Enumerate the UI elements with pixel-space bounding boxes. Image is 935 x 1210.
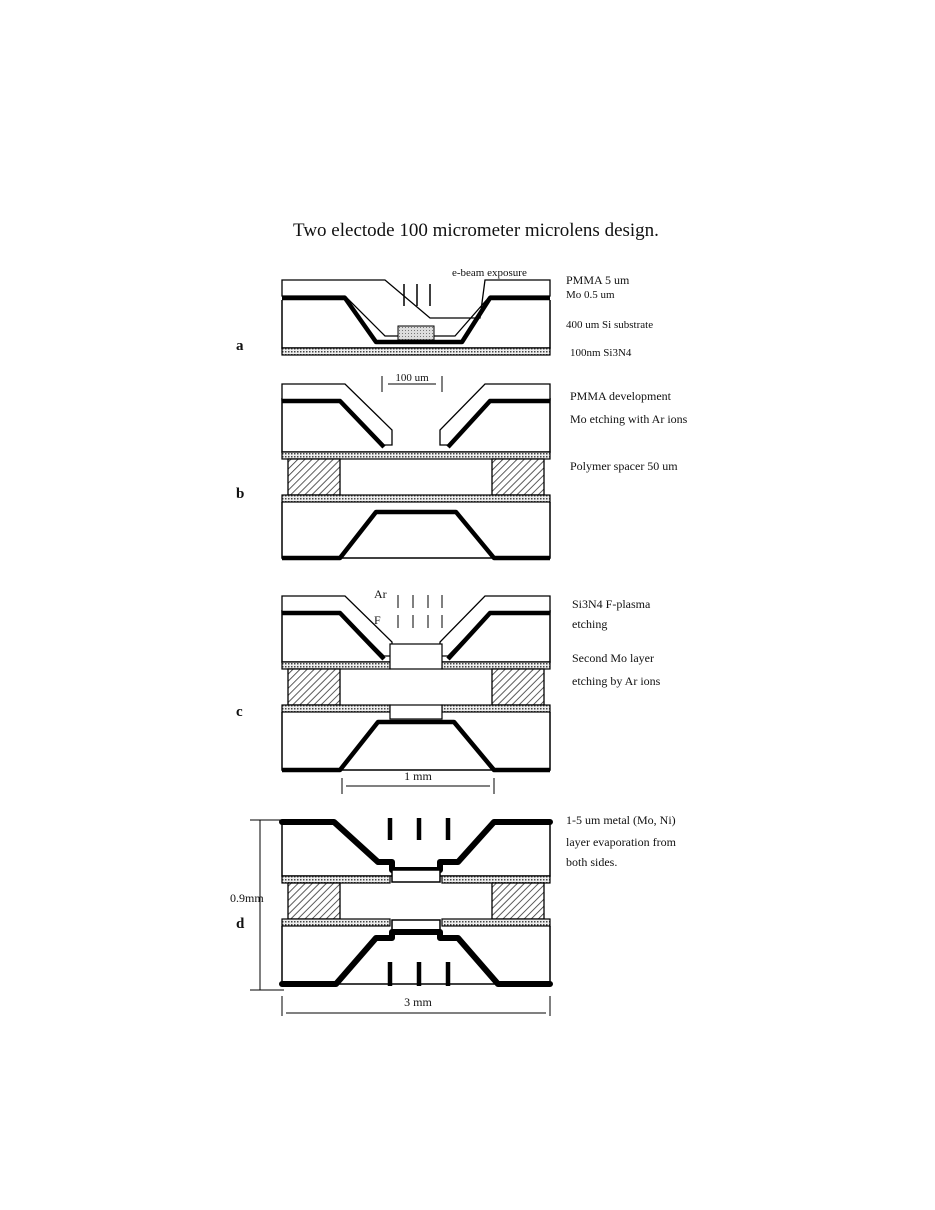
panel-d-step-label: 1-5 um metal (Mo, Ni) [566, 813, 676, 827]
panel-d-bottom-wafer [281, 926, 551, 985]
panel-c-ion-label-f: F [374, 613, 381, 627]
panel-a-exposed-region [397, 325, 435, 341]
panel-d-nitride-top-right [441, 875, 551, 884]
panel-c-step-label: etching [572, 617, 607, 631]
panel-d: 0.9mm 3 mm d 1-5 um metal (Mo, Ni) layer… [230, 813, 677, 1016]
panel-b-bottom-wafer [281, 502, 551, 559]
panel-d-height-label: 0.9mm [230, 891, 264, 905]
panel-b-mo-right [446, 398, 550, 449]
panel-c: Ar F 1 mm c Si3N4 F-plasma etching Secon… [236, 587, 661, 794]
figure-title: Two electode 100 micrometer microlens de… [293, 220, 659, 241]
panel-c-nitride-bottom-left [281, 704, 391, 713]
panel-b-mo-left [282, 398, 386, 449]
panel-c-ion-label-ar: Ar [374, 587, 387, 601]
panel-d-metal-top [279, 819, 553, 873]
panel-a-label: a [236, 338, 244, 354]
panel-c-bottom-wafer [281, 712, 551, 771]
panel-c-step-label: etching by Ar ions [572, 674, 661, 688]
panel-b-mo-bottom [282, 509, 550, 561]
panel-a-mo-layer [282, 295, 550, 345]
panel-a-beam-label: e-beam exposure [452, 267, 527, 279]
panel-d-metal-bottom [279, 929, 553, 987]
panel-b-spacer-right [491, 458, 545, 496]
panel-d-spacer-left [287, 882, 341, 920]
panel-c-mo-right [446, 610, 550, 661]
panel-d-label: d [236, 916, 245, 932]
panel-c-nitride-top-right [441, 661, 551, 670]
panel-c-etched-window-bottom [389, 704, 443, 720]
panel-d-nitride-top-left [281, 875, 391, 884]
panel-c-spacer-left [287, 668, 341, 706]
panel-b-step-label: PMMA development [570, 389, 672, 403]
panel-d-spacer-right [491, 882, 545, 920]
panel-c-nitride-bottom-right [441, 704, 551, 713]
panel-c-step-label: Second Mo layer [572, 651, 654, 665]
panel-d-lens-aperture-top [391, 869, 441, 883]
panel-d-step-label: layer evaporation from [566, 835, 677, 849]
panel-b-opening-label: 100 um [395, 372, 429, 384]
panel-b-nitride-top [281, 451, 551, 460]
panel-a-layer-label: Mo 0.5 um [566, 289, 615, 301]
panel-b-step-label: Polymer spacer 50 um [570, 459, 678, 473]
panel-c-mo-bottom [282, 719, 550, 773]
panel-c-mo-left [282, 610, 386, 661]
panel-b-top-wafer [281, 398, 551, 453]
panel-c-etched-window-top [389, 643, 443, 670]
panel-b-spacer-left [287, 458, 341, 496]
panel-c-spacer-right [491, 668, 545, 706]
panel-b: 100 um b PMMA development Mo etching wit… [236, 372, 688, 561]
panel-c-step-label: Si3N4 F-plasma [572, 597, 651, 611]
panel-d-nitride-bottom-right [441, 918, 551, 927]
panel-b-label: b [236, 486, 244, 502]
panel-a-nitride-layer [281, 347, 551, 356]
panel-c-label: c [236, 704, 243, 720]
panel-a-layer-label: 100nm Si3N4 [570, 347, 632, 359]
panel-b-step-label: Mo etching with Ar ions [570, 412, 688, 426]
panel-d-width-label: 3 mm [404, 995, 432, 1009]
panel-a-layer-label: 400 um Si substrate [566, 319, 653, 331]
panel-d-nitride-bottom-left [281, 918, 391, 927]
panel-b-nitride-bottom [281, 494, 551, 503]
panel-a: e-beam exposure a PMMA 5 um Mo 0.5 um 40… [236, 267, 653, 359]
panel-c-nitride-top-left [281, 661, 391, 670]
panel-a-layer-label: PMMA 5 um [566, 273, 630, 287]
panel-d-step-label: both sides. [566, 855, 617, 869]
panel-c-width-label: 1 mm [404, 769, 432, 783]
